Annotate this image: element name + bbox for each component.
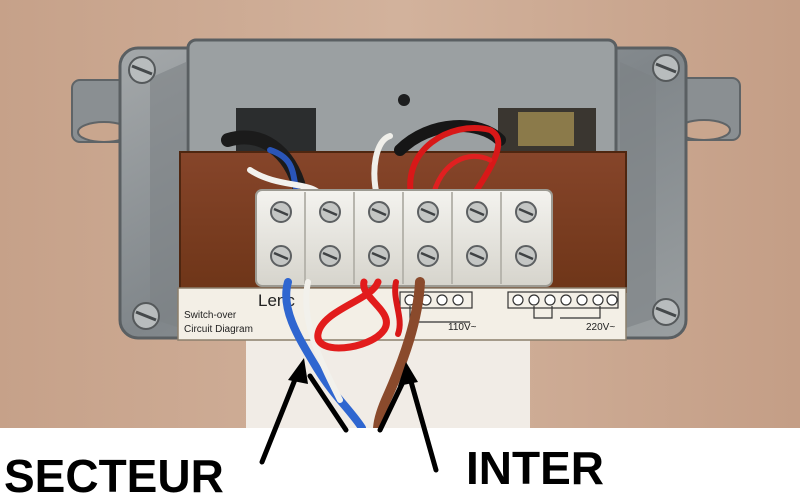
secteur-label: SECTEUR	[4, 450, 224, 500]
wire-red-top-2	[429, 153, 493, 203]
arrow-inter	[377, 362, 439, 473]
casing-screw-bottom-right	[652, 298, 680, 326]
caption-background	[0, 428, 800, 500]
arrow-secteur	[259, 358, 349, 465]
wire-red-bottom	[392, 279, 403, 337]
casing-screw-top-right	[652, 54, 680, 82]
voltage-high-text: 220V~	[586, 322, 615, 333]
switch-over-text: Switch-over	[184, 310, 237, 321]
wire-red-loop	[314, 278, 390, 352]
wire-red-top-1	[407, 125, 502, 203]
terminal-screws-top	[270, 201, 537, 223]
inter-label: INTER	[466, 442, 604, 494]
circuit-diagram-label	[177, 287, 627, 341]
circuit-diagram-text: Circuit Diagram	[184, 324, 253, 335]
wire-white-bottom	[303, 279, 343, 403]
voltage-low-text: 110V~	[448, 322, 477, 333]
casing-screw-top-left	[128, 56, 156, 84]
casing-screw-bottom-left	[132, 302, 160, 330]
wire-brown-bottom	[373, 277, 425, 435]
wire-blue-bottom	[282, 278, 366, 432]
terminal-block	[255, 189, 553, 287]
